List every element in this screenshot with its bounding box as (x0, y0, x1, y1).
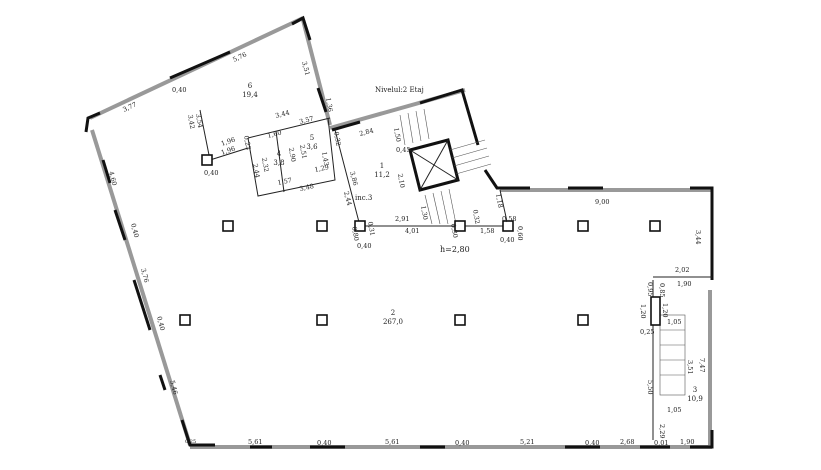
dim: 0,85 (658, 283, 666, 297)
dim: 0,23 (242, 135, 252, 151)
room-6-area: 19,4 (242, 91, 258, 99)
dim: 2,68 (620, 438, 634, 446)
level-title: Nivelul:2 Etaj (375, 86, 424, 94)
dim: 1,18 (494, 193, 504, 209)
dim: 1,43 (320, 151, 330, 167)
dim: 0,40 (455, 439, 469, 447)
staircase-1 (399, 108, 492, 225)
dim: 2,10 (396, 173, 406, 189)
dim: 5,46 (168, 379, 179, 395)
dim: 0,60 (516, 226, 524, 240)
dim: 5,21 (520, 438, 534, 446)
dim: 1,36 (324, 97, 334, 113)
dim: 2,84 (358, 126, 374, 137)
incline-label: inc.3 (355, 194, 372, 202)
dim: 5,50 (646, 380, 654, 394)
dim: 0,25 (185, 439, 196, 445)
height-label: h=2,80 (440, 245, 470, 254)
dim: 1,20 (639, 304, 647, 318)
room-5-number: 5 (310, 134, 314, 142)
dim: 0,40 (129, 222, 140, 238)
room-6-number: 6 (248, 82, 253, 90)
room-2-number: 2 (391, 309, 395, 317)
dim: 2,44 (342, 190, 353, 206)
dim: 1,29 (314, 163, 330, 174)
dim: 0,45 (396, 146, 410, 154)
dim: 3,57 (298, 114, 314, 125)
dim: 9,00 (595, 198, 609, 206)
dim: 0,32 (471, 209, 481, 225)
room-2-area: 267,0 (383, 318, 403, 326)
dim: 0,40 (317, 439, 331, 447)
dim: 0,40 (172, 86, 186, 94)
room-3-number: 3 (693, 386, 697, 394)
dim: 2,32 (260, 157, 270, 173)
room-1-number: 1 (380, 162, 384, 170)
dim: 0,80 (350, 226, 360, 242)
dim: 3,42 (186, 114, 196, 130)
room-5-area: 3,6 (306, 143, 318, 151)
columns (179, 154, 661, 326)
room-labels: 1 11,2 2 267,0 3 10,9 4 3,8 5 3,6 6 19,4 (242, 82, 703, 403)
dim: 3,76 (139, 267, 150, 283)
dim: 5,61 (385, 438, 399, 446)
dim: 2,44 (251, 163, 261, 179)
dim: 7,47 (698, 358, 706, 372)
room-1-area: 11,2 (374, 171, 390, 179)
dim: 3,48 (299, 182, 315, 193)
dim: 0,32 (332, 131, 342, 147)
dim: 0,40 (155, 315, 166, 331)
dim: 0,31 (366, 221, 376, 237)
dimension-labels: 3,77 0,40 5,76 3,51 2,84 9,00 3,44 3,54 … (107, 50, 706, 447)
dim: 1,60 (266, 128, 282, 139)
dim: 1,05 (667, 406, 681, 414)
dim: 0,01 (654, 439, 668, 447)
dim: 0,40 (204, 169, 218, 177)
room-4-number: 4 (277, 150, 282, 158)
dim: 1,30 (419, 205, 429, 221)
dim: 0,30 (449, 223, 459, 239)
dim: 2,90 (287, 147, 297, 163)
room-3-area: 10,9 (687, 395, 703, 403)
dim: 1,57 (277, 176, 293, 187)
exterior-walls (84, 15, 714, 449)
dim: 4,60 (107, 170, 118, 186)
dim: 3,44 (274, 108, 290, 119)
dim: 0,58 (502, 215, 516, 223)
dim: 1,90 (677, 280, 691, 288)
dim: 2,02 (675, 266, 689, 274)
dim: 0,40 (585, 439, 599, 447)
elevator-shaft (408, 138, 460, 192)
dim: 1,58 (480, 227, 494, 235)
dim: 3,51 (300, 60, 311, 76)
dim: 2,29 (658, 424, 666, 438)
dim: 2,51 (298, 144, 308, 160)
dim: 3,86 (348, 170, 359, 186)
dim: 3,51 (686, 360, 694, 374)
dim: 0,40 (500, 236, 514, 244)
dim: 4,01 (405, 227, 419, 235)
staircase-3 (650, 296, 686, 396)
room-4-area: 3,8 (273, 159, 284, 167)
dim: 1,90 (680, 438, 694, 446)
dim: 5,61 (248, 438, 262, 446)
dim: 0,40 (357, 242, 371, 250)
dim: 3,44 (694, 230, 702, 244)
dim: 1,20 (661, 303, 669, 317)
dim: 0,95 (646, 282, 654, 296)
dim: 1,50 (392, 127, 402, 143)
dim: 0,25 (640, 328, 654, 336)
dim: 2,91 (395, 215, 409, 223)
dim: 1,05 (667, 318, 681, 326)
dim: 3,54 (194, 113, 204, 129)
